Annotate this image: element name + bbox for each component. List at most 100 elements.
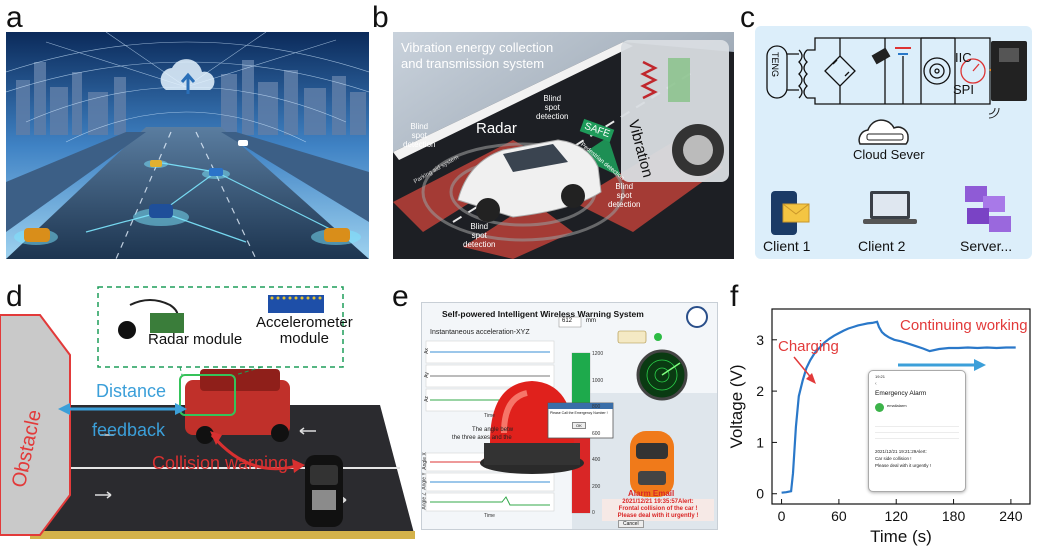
gauge-tick: 400 (592, 457, 601, 463)
email-date-line: 2021/12/21 19:21:29Alert: (875, 449, 927, 454)
time-label-top: Time (484, 413, 495, 419)
alert-message: 2021/12/21 19:35:57Alert: Frontal collis… (602, 499, 714, 521)
panel-label-b: b (372, 1, 389, 34)
cloud-upload-icon (160, 59, 215, 94)
email-header-lines (875, 421, 959, 443)
radar-module-image (118, 299, 184, 339)
phone-email-title: Emergency Alarm (875, 390, 927, 397)
angle-x-label: Angle X (421, 452, 428, 470)
charging-label: Charging (778, 338, 839, 355)
time-label-bottom: Time (484, 513, 495, 519)
accelerometer-module-image (268, 295, 324, 313)
sender-avatar (875, 403, 884, 412)
y-tick-label: 0 (756, 486, 764, 502)
radar-label: Radar (476, 120, 517, 137)
y-axis-label: Voltage (V) (727, 364, 746, 448)
iic-label: IIC (955, 50, 972, 65)
radar-screen-icon (636, 349, 688, 401)
radar-system-illustration (393, 32, 734, 259)
sender-name: emailalarm (887, 403, 907, 408)
gauge-tick: 600 (592, 430, 601, 437)
server-label: Server... (960, 238, 1013, 254)
smart-highway-illustration (6, 32, 369, 259)
test-track-photo (0, 286, 415, 539)
panel-label-d: d (6, 280, 23, 313)
alarm-email-label: Alarm Email (628, 489, 675, 498)
panel-b-title-line2: and transmission system (401, 56, 545, 71)
cloud-server-label: Cloud Sever (853, 147, 925, 162)
accelerometer-module-label: Accelerometer module (256, 314, 353, 347)
client1-label: Client 1 (763, 238, 811, 254)
gauge-tick: 1200 (592, 351, 604, 357)
radar-module-label: Radar module (148, 331, 243, 348)
phone-mail-icon (771, 191, 810, 235)
distance-gauge-ticks: 1200 1000 800 600 400 200 0 (592, 351, 616, 516)
panel-a-smart-highway (6, 32, 369, 259)
gauge-tick: 800 (592, 404, 601, 410)
x-tick-label: 240 (999, 508, 1023, 524)
panel-label-c: c (740, 1, 755, 34)
feedback-label: feedback (92, 420, 166, 440)
instantaneous-acceleration-label: Instantaneous acceleration-XYZ (430, 329, 530, 336)
distance-unit: mm (586, 318, 596, 324)
black-car (305, 455, 343, 527)
ax-label: Ax (423, 348, 430, 354)
phone-status-time: 19:21 (875, 374, 886, 379)
y-tick-label: 2 (756, 383, 764, 399)
y-tick-label: 3 (756, 332, 764, 348)
collision-warning-label: Collision warning (152, 453, 289, 473)
phone-email-screenshot: 19:21 ‹ Emergency Alarm emailalarm 2021/… (868, 370, 966, 492)
angle-y-label: Angle Y (421, 472, 428, 490)
university-seal-icon (686, 306, 708, 328)
gauge-tick: 0 (592, 510, 595, 516)
az-label: Az (423, 396, 430, 402)
server-stack-icon (965, 186, 1011, 232)
client2-label: Client 2 (858, 238, 906, 254)
panel-b-radar-system: Vibration energy collection and transmis… (393, 32, 734, 259)
cloud-server-icon (858, 119, 909, 145)
teng-label: TENG (770, 52, 780, 78)
spi-label: SPI (953, 82, 974, 97)
cancel-button[interactable]: Cancel (618, 520, 644, 528)
angle-z-label: Angle Z (421, 492, 428, 510)
panel-label-f: f (730, 280, 739, 313)
x-axis-label: Time (s) (870, 527, 932, 546)
email-line1: Car side collision ! (875, 456, 912, 461)
orange-car (630, 431, 674, 497)
distance-arrow (58, 403, 187, 415)
white-suv (457, 139, 602, 222)
panel-b-title-line1: Vibration energy collection (401, 40, 554, 55)
laptop-icon (863, 191, 917, 224)
distance-value: 612 (562, 318, 573, 324)
continuing-working-label: Continuing working (900, 317, 1028, 334)
panel-d-test-track: Obstacle Distance feedback Collision war… (0, 285, 420, 547)
vibration-spring-icon (640, 58, 724, 176)
panel-label-e: e (392, 280, 409, 313)
angle-text-line2: the three axes and the (452, 435, 512, 441)
x-tick-label: 120 (885, 508, 909, 524)
x-tick-label: 180 (942, 508, 966, 524)
y-tick-label: 1 (756, 434, 764, 450)
gauge-tick: 1000 (592, 377, 604, 384)
phone-toolbar: ‹ (875, 381, 877, 387)
gauge-tick: 200 (592, 483, 601, 490)
plot-frame (771, 308, 1031, 505)
circuit-diagram (766, 37, 1027, 235)
warning-ui-title: Self-powered Intelligent Wireless Warnin… (442, 309, 644, 319)
microcontroller-icon (988, 41, 1027, 119)
dialog-ok-button[interactable]: OK (572, 422, 586, 429)
angle-text-line1: The angle betw (472, 427, 514, 433)
email-line2: Please deal with it urgently ! (875, 463, 932, 468)
red-robot-car (185, 369, 290, 444)
dialog-message: Please Call the Emergency Number ! (550, 411, 608, 415)
panel-label-a: a (6, 1, 23, 34)
ay-label: Ay (423, 372, 430, 378)
panel-c-system-architecture: TENG IIC SPI Cloud Sever Client 1 Client… (755, 26, 1032, 259)
distance-label: Distance (96, 381, 167, 401)
